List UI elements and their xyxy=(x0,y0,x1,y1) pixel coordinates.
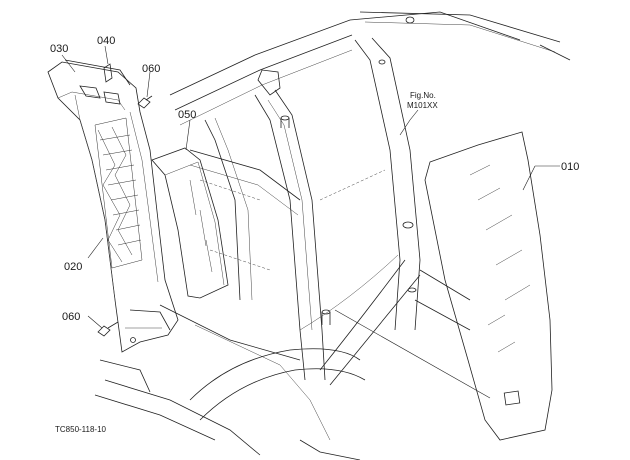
label-020: 020 xyxy=(64,261,82,273)
label-050: 050 xyxy=(178,109,196,121)
fasteners xyxy=(97,63,153,337)
label-060-bottom: 060 xyxy=(62,311,80,323)
pillar-trim-cover xyxy=(47,59,179,353)
cab-frame xyxy=(94,11,571,460)
figure-ref-line1: Fig.No. xyxy=(410,91,436,100)
pad-panel xyxy=(151,147,229,299)
leader-lines xyxy=(61,45,560,399)
figure-ref-line2: M101XX xyxy=(407,101,438,110)
label-010: 010 xyxy=(561,161,579,173)
glass-panel xyxy=(424,131,553,441)
label-040: 040 xyxy=(97,35,115,47)
drawing-code: TC850-118-10 xyxy=(55,425,107,434)
label-030: 030 xyxy=(50,43,68,55)
label-060-top: 060 xyxy=(142,63,160,75)
